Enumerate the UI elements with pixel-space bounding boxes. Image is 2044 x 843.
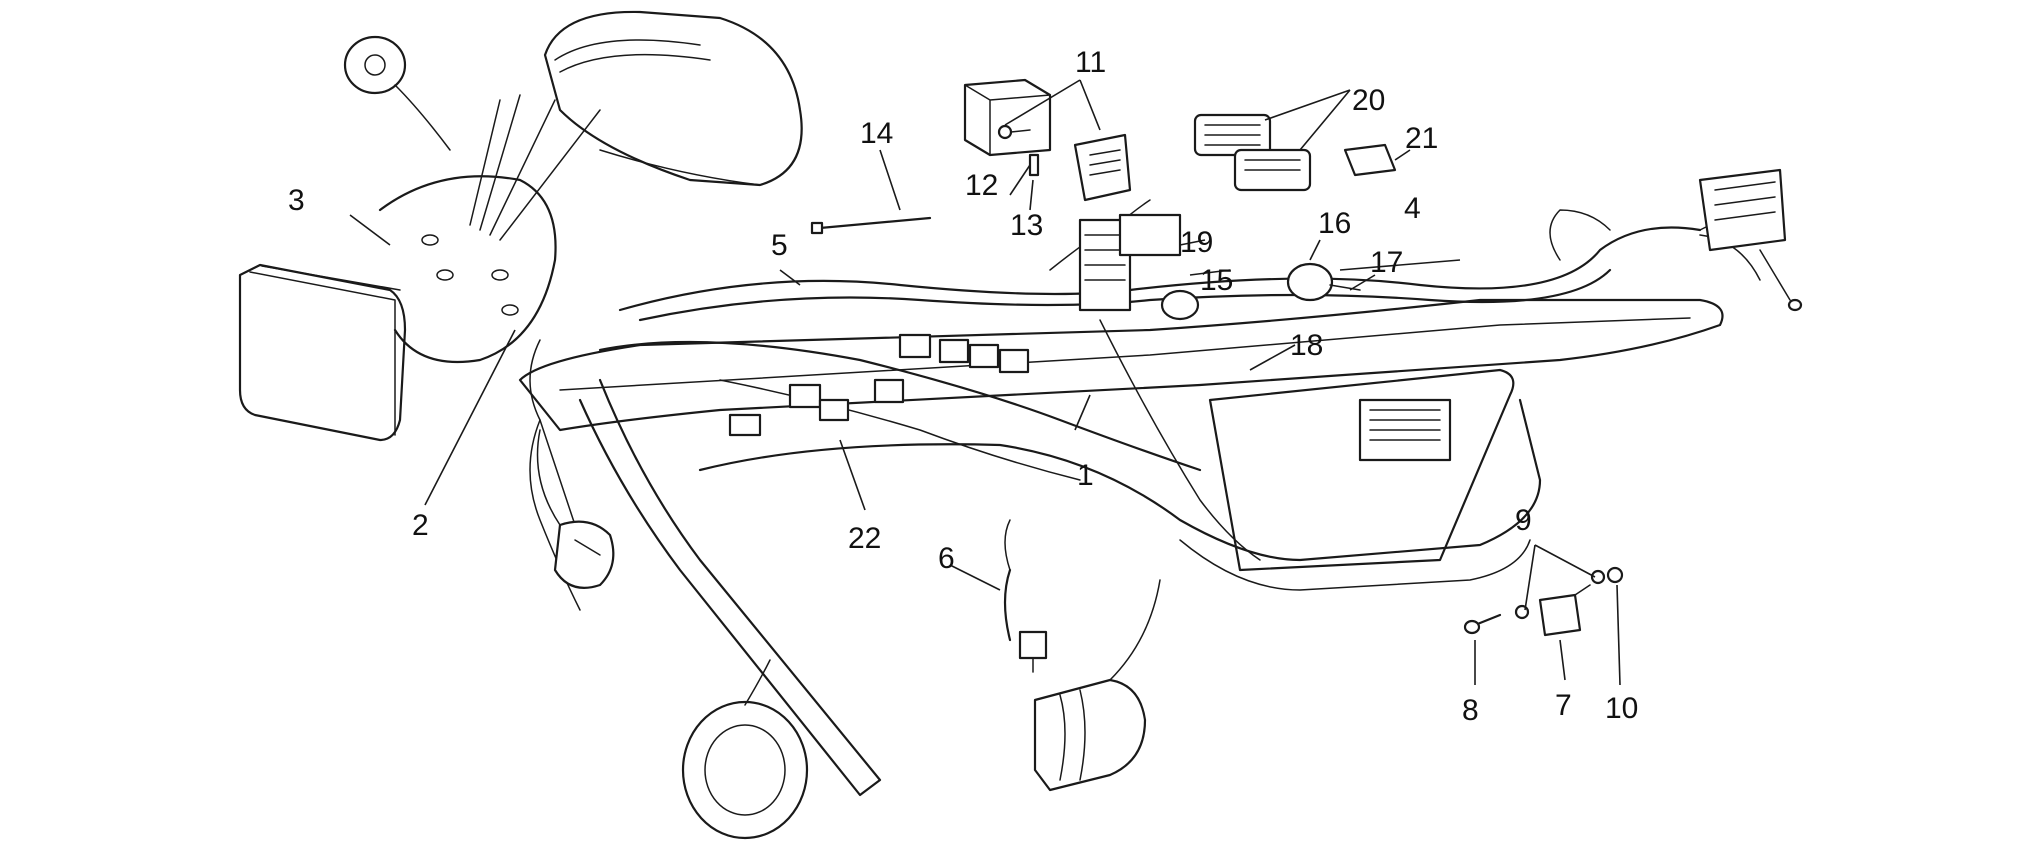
frame bbox=[518, 298, 1724, 797]
battery-box bbox=[1208, 368, 1515, 572]
callout-12: 12 bbox=[965, 169, 998, 202]
callout-16: 16 bbox=[1318, 207, 1351, 240]
headlamp bbox=[238, 263, 407, 442]
callout-15: 15 bbox=[1200, 264, 1233, 297]
part-16-flasher bbox=[1286, 262, 1361, 302]
callout-21: 21 bbox=[1405, 122, 1438, 155]
instrument-panel bbox=[543, 10, 803, 187]
callout-17: 17 bbox=[1370, 246, 1403, 279]
part-12-13-terminals bbox=[997, 124, 1040, 177]
horn bbox=[681, 659, 809, 840]
handlebar-switch-right bbox=[536, 429, 615, 589]
connector-cluster-center bbox=[728, 213, 1200, 437]
part-6-sensor bbox=[1003, 519, 1048, 673]
callout-14: 14 bbox=[860, 117, 893, 150]
starter-motor bbox=[1033, 579, 1161, 792]
part-20-relays bbox=[1193, 113, 1312, 192]
callout-1: 1 bbox=[1077, 459, 1094, 492]
callout-6: 6 bbox=[938, 542, 955, 575]
leader-lines bbox=[349, 79, 1621, 686]
part-10-nut bbox=[1606, 566, 1624, 584]
callout-18: 18 bbox=[1290, 329, 1323, 362]
callout-13: 13 bbox=[1010, 209, 1043, 242]
callout-5: 5 bbox=[771, 229, 788, 262]
callouts: 1 2 3 4 5 6 7 8 9 10 11 12 13 14 15 16 1… bbox=[288, 46, 1638, 727]
tail-light-connector bbox=[1698, 168, 1803, 312]
headlamp-shell bbox=[378, 94, 601, 364]
part-11-fuse-box bbox=[963, 78, 1132, 202]
callout-22: 22 bbox=[848, 522, 881, 555]
part-8-screw bbox=[1463, 613, 1502, 635]
callout-11: 11 bbox=[1075, 46, 1106, 79]
part-14-cable-tie bbox=[810, 216, 932, 235]
callout-19: 19 bbox=[1180, 226, 1213, 259]
part-9-washer bbox=[1514, 569, 1606, 620]
callout-10: 10 bbox=[1605, 692, 1638, 725]
callout-3: 3 bbox=[288, 184, 305, 217]
wiring-harness bbox=[529, 199, 1761, 611]
callout-8: 8 bbox=[1462, 694, 1479, 727]
callout-9: 9 bbox=[1515, 504, 1532, 537]
handlebar-switch-left bbox=[343, 35, 451, 151]
callout-20: 20 bbox=[1352, 84, 1385, 117]
part-21-fuse-holder bbox=[1343, 143, 1397, 177]
part-7-relay bbox=[1538, 584, 1591, 637]
callout-4: 4 bbox=[1404, 192, 1421, 225]
callout-2: 2 bbox=[412, 509, 429, 542]
callout-7: 7 bbox=[1555, 689, 1572, 722]
